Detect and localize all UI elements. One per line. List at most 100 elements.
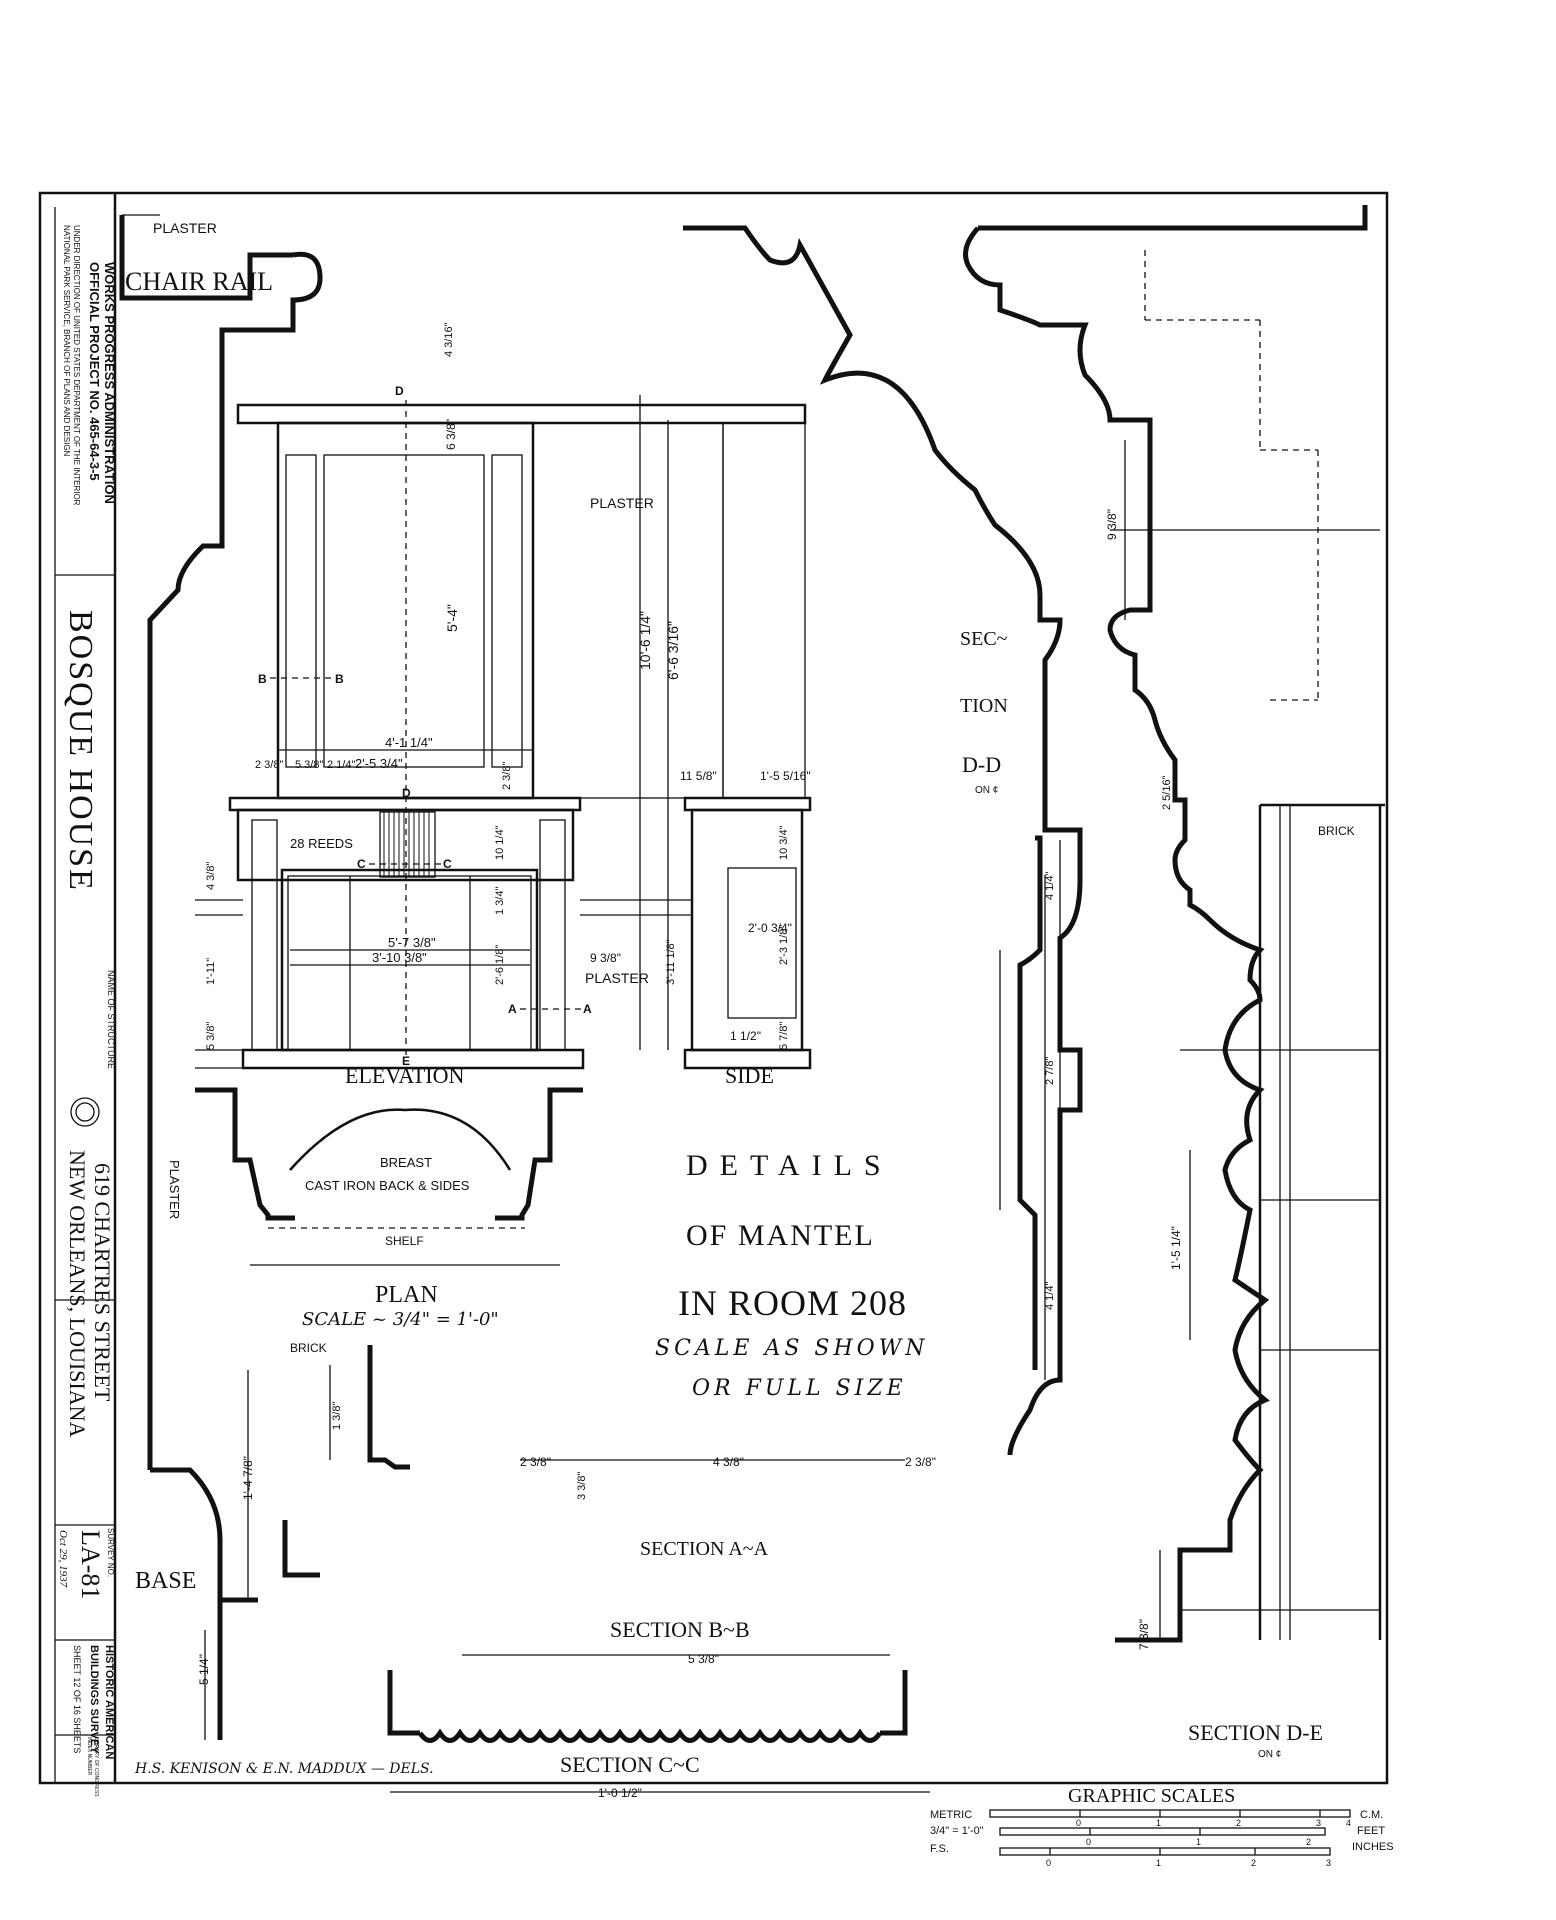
base-profile: [150, 1467, 258, 1740]
section-bb-label: SECTION B~B: [610, 1617, 750, 1642]
dim-skirt: 5 3/8": [205, 1022, 217, 1050]
drawing-title-line-2: OF MANTEL: [686, 1219, 875, 1252]
dim-base-height: 3'-11 1/8": [665, 939, 677, 985]
inch-tick-0: 0: [1046, 1858, 1051, 1868]
dim-aa-4: 4 3/8": [713, 1455, 744, 1469]
section-aa-label: SECTION A~A: [640, 1538, 769, 1560]
inch-tick-2: 2: [1251, 1858, 1256, 1868]
agency-line-3: UNDER DIRECTION OF UNITED STATES DEPARTM…: [72, 225, 81, 506]
delineators: H.S. KENISON & E.N. MADDUX — DELS.: [134, 1761, 434, 1777]
dim-dd-4b: 4 1/4": [1044, 1282, 1056, 1310]
dim-overmantel-height: 5'-4": [444, 604, 460, 632]
marker-c-left: C: [357, 857, 366, 871]
dim-opening-width: 5'-7 3/8": [388, 935, 436, 950]
chair-rail-profile: [119, 214, 323, 1470]
metric-tick-2: 2: [1236, 1818, 1241, 1828]
dim-stile-b: 5 3/8": [295, 759, 323, 771]
dim-side-10: 10 3/4": [778, 825, 790, 860]
metric-tick-1: 1: [1156, 1818, 1161, 1828]
plaster-left-note: PLASTER: [167, 1160, 182, 1219]
inch-tick-3: 3: [1326, 1858, 1331, 1868]
section-de-label: SECTION D-E: [1188, 1720, 1323, 1745]
dim-dado: 1'-11": [205, 958, 217, 985]
plaster-top-note: PLASTER: [153, 220, 217, 236]
dim-side-5: 5 7/8": [778, 1022, 790, 1050]
sheet-border: [38, 191, 1389, 1785]
section-dd-label-1: SEC~: [960, 628, 1008, 650]
dim-total-height: 10'-6 1/4": [637, 611, 653, 670]
graphic-scales: [989, 1809, 1351, 1856]
feet-tick-0: 0: [1086, 1837, 1091, 1847]
metric-tick-0: 0: [1076, 1818, 1081, 1828]
dim-aa-3: 3 3/8": [576, 1472, 588, 1500]
brick-lower-note: BRICK: [290, 1341, 327, 1355]
elevation-dimensions: [278, 395, 669, 1050]
feet-tick-2: 2: [1306, 1837, 1311, 1847]
dim-side-11: 11 5/8": [680, 769, 717, 783]
dim-stile-a: 2 3/8": [255, 759, 283, 771]
drawing-title-line-3: IN ROOM 208: [678, 1283, 907, 1323]
dim-stile-c: 2 1/4": [327, 759, 355, 771]
scale-note-line-2: OR FULL SIZE: [692, 1376, 907, 1401]
inch-tick-1: 1: [1156, 1858, 1161, 1868]
reeds-note: 28 REEDS: [290, 836, 353, 851]
base-label: BASE: [135, 1568, 196, 1594]
plaster-side-note: PLASTER: [585, 970, 649, 986]
plan-scale: SCALE ~ 3/4" = 1'-0": [302, 1309, 499, 1330]
section-dd-profile: [683, 225, 1083, 1456]
dim-top-cap: 4 3/16": [443, 322, 455, 357]
plaster-center-note: PLASTER: [590, 495, 654, 511]
dim-aa-2a: 2 3/8": [520, 1455, 551, 1469]
elevation-label: ELEVATION: [345, 1063, 464, 1088]
structure-name-label: NAME OF STRUCTURE: [106, 970, 116, 1069]
dim-de-152: 1'-5 1/4": [1169, 1226, 1183, 1270]
section-aa-profile: [329, 1345, 410, 1470]
dim-side-2a: 2'-0 3/4": [748, 921, 792, 935]
dim-plinth: 4 3/8": [205, 862, 217, 890]
section-cc-profile: [387, 1670, 908, 1743]
library-line-2: INDEX NUMBER: [86, 1737, 92, 1776]
scale-fs-label: F.S.: [930, 1843, 949, 1855]
survey-date: Oct 29, 1937: [57, 1530, 69, 1588]
habs-line-2: BUILDINGS SURVEY: [88, 1645, 100, 1754]
agency-line-2: OFFICIAL PROJECT NO. 465-64-3-5: [87, 262, 102, 481]
dim-width-4: 4'-1 1/4": [385, 735, 433, 750]
structure-name: BOSQUE HOUSE: [62, 610, 99, 892]
library-line-1: LIBRARY OF CONGRESS: [93, 1737, 99, 1797]
scale-note-line-1: SCALE AS SHOWN: [655, 1336, 929, 1361]
drawing-title-line-1: DETAILS: [686, 1149, 893, 1182]
mantel-plan: [195, 1087, 583, 1266]
plan-label: PLAN: [375, 1282, 438, 1308]
dim-cr-1: 1 3/8": [331, 1402, 343, 1430]
chair-rail-label: CHAIR RAIL: [125, 267, 273, 296]
scale-ratio-label: 3/4" = 1'-0": [930, 1825, 984, 1837]
dim-pedestal: 9 3/8": [590, 951, 621, 965]
section-de-profile: [963, 205, 1385, 1643]
mantel-side: [580, 796, 812, 1070]
dim-bb-5: 5 3/8": [688, 1652, 719, 1666]
marker-d-top: D: [395, 384, 404, 398]
survey-number: LA-81: [76, 1530, 105, 1599]
dim-aa-2b: 2 3/8": [905, 1455, 936, 1469]
marker-b-left: B: [258, 672, 267, 686]
scale-metric-label: METRIC: [930, 1809, 972, 1821]
dim-width-2: 2'-5 3/4": [355, 756, 403, 771]
dim-side-1: 1 1/2": [730, 1029, 761, 1043]
dim-dd-9: 9 3/8": [1105, 509, 1119, 540]
scale-cm-label: C.M.: [1360, 1809, 1383, 1821]
graphic-scales-title: GRAPHIC SCALES: [1068, 1785, 1235, 1807]
marker-d-mid: D: [402, 786, 411, 800]
metric-tick-4: 4: [1346, 1818, 1351, 1828]
scale-inches-label: INCHES: [1352, 1841, 1394, 1853]
dim-dd-27: 2 7/8": [1044, 1057, 1056, 1085]
dim-column-base: 1 3/4": [494, 887, 506, 915]
title-strip: WORKS PROGRESS ADMINISTRATION OFFICIAL P…: [55, 225, 117, 1797]
dim-side-15: 1'-5 5/16": [760, 769, 811, 783]
dim-frieze: 10 1/4": [494, 825, 506, 860]
agency-line-4: NATIONAL PARK SERVICE, BRANCH OF PLANS A…: [62, 225, 71, 457]
dim-opening-height: 2'-6 1/8": [494, 945, 506, 985]
dim-dd-4a: 4 1/4": [1044, 872, 1056, 900]
address-line-1: 619 CHARTRES STREET: [90, 1163, 115, 1402]
section-dd-on: ON ¢: [975, 785, 998, 796]
section-dd-label-3: D-D: [962, 752, 1001, 777]
